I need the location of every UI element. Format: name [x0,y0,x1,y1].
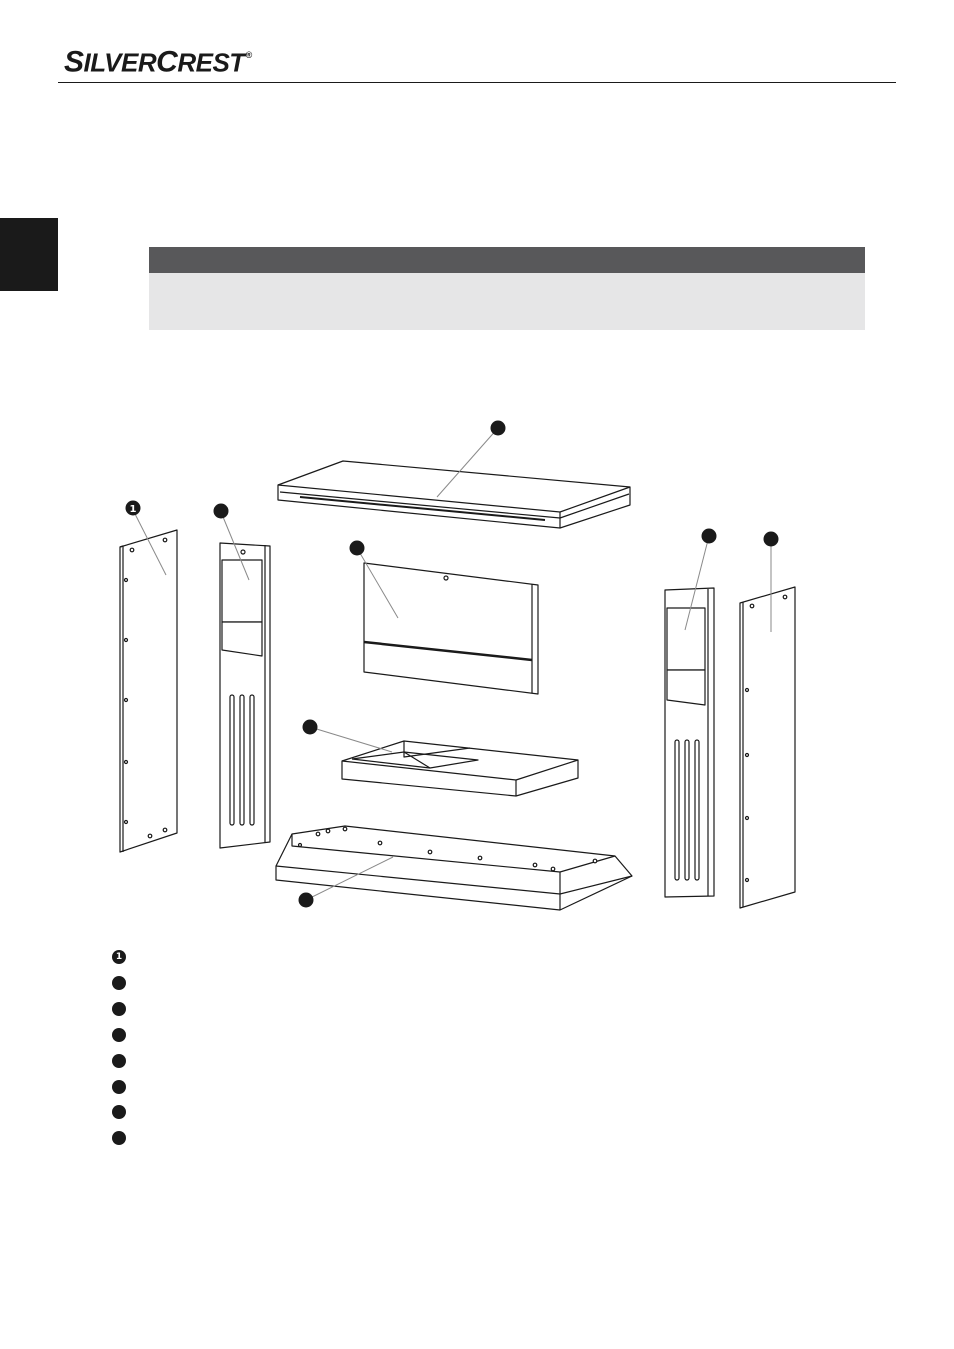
front-pillar-left [219,542,271,849]
leader-front-pillar-right [684,535,710,631]
callout-top-mantel [490,420,506,436]
callout-base-plinth [298,892,314,908]
logo-text-rest: REST [177,47,245,78]
note-box [149,247,865,330]
brand-logo: SILVERCREST® [64,44,252,78]
callout-inner-frame [302,719,318,735]
top-mantel [277,460,631,529]
base-plinth [275,825,633,911]
back-panel [363,562,539,695]
legend-marker [112,1080,126,1094]
legend-item: 1 [112,950,126,964]
legend-item [112,1080,126,1094]
front-pillar-right [664,587,715,898]
legend-item [112,1028,126,1042]
leader-back-panel [356,547,399,619]
callout-back-panel [349,540,365,556]
legend-item [112,1105,126,1119]
side-panel-right [739,586,796,909]
callout-side-panel-right [763,531,779,547]
logo-text-ilver: ILVER [83,47,157,78]
callout-front-pillar-right [701,528,717,544]
logo-letter-s: S [64,45,84,79]
legend-item [112,1131,126,1145]
legend-marker [112,1131,126,1145]
legend-marker [112,1054,126,1068]
note-box-header [149,247,865,273]
registered-mark: ® [245,50,253,60]
leader-side-panel-left [132,509,167,576]
logo-letter-c: C [156,45,178,79]
legend-marker [112,1105,126,1119]
legend-marker [112,1002,126,1016]
header-divider [58,82,896,83]
legend-marker [112,1028,126,1042]
callout-side-panel-left-label: 1 [130,504,137,515]
leader-top-mantel [436,427,499,498]
inner-frame [341,740,579,797]
legend-item [112,976,126,990]
callout-front-pillar-left [213,503,229,519]
legend-item [112,1002,126,1016]
language-tab [0,218,58,291]
legend-marker: 1 [112,950,126,964]
leader-inner-frame [309,726,393,753]
legend-marker [112,976,126,990]
leader-front-pillar-left [220,511,250,581]
leader-base-plinth [305,856,394,901]
callout-side-panel-left [125,500,141,516]
legend-item [112,1054,126,1068]
side-panel-left [119,529,178,853]
